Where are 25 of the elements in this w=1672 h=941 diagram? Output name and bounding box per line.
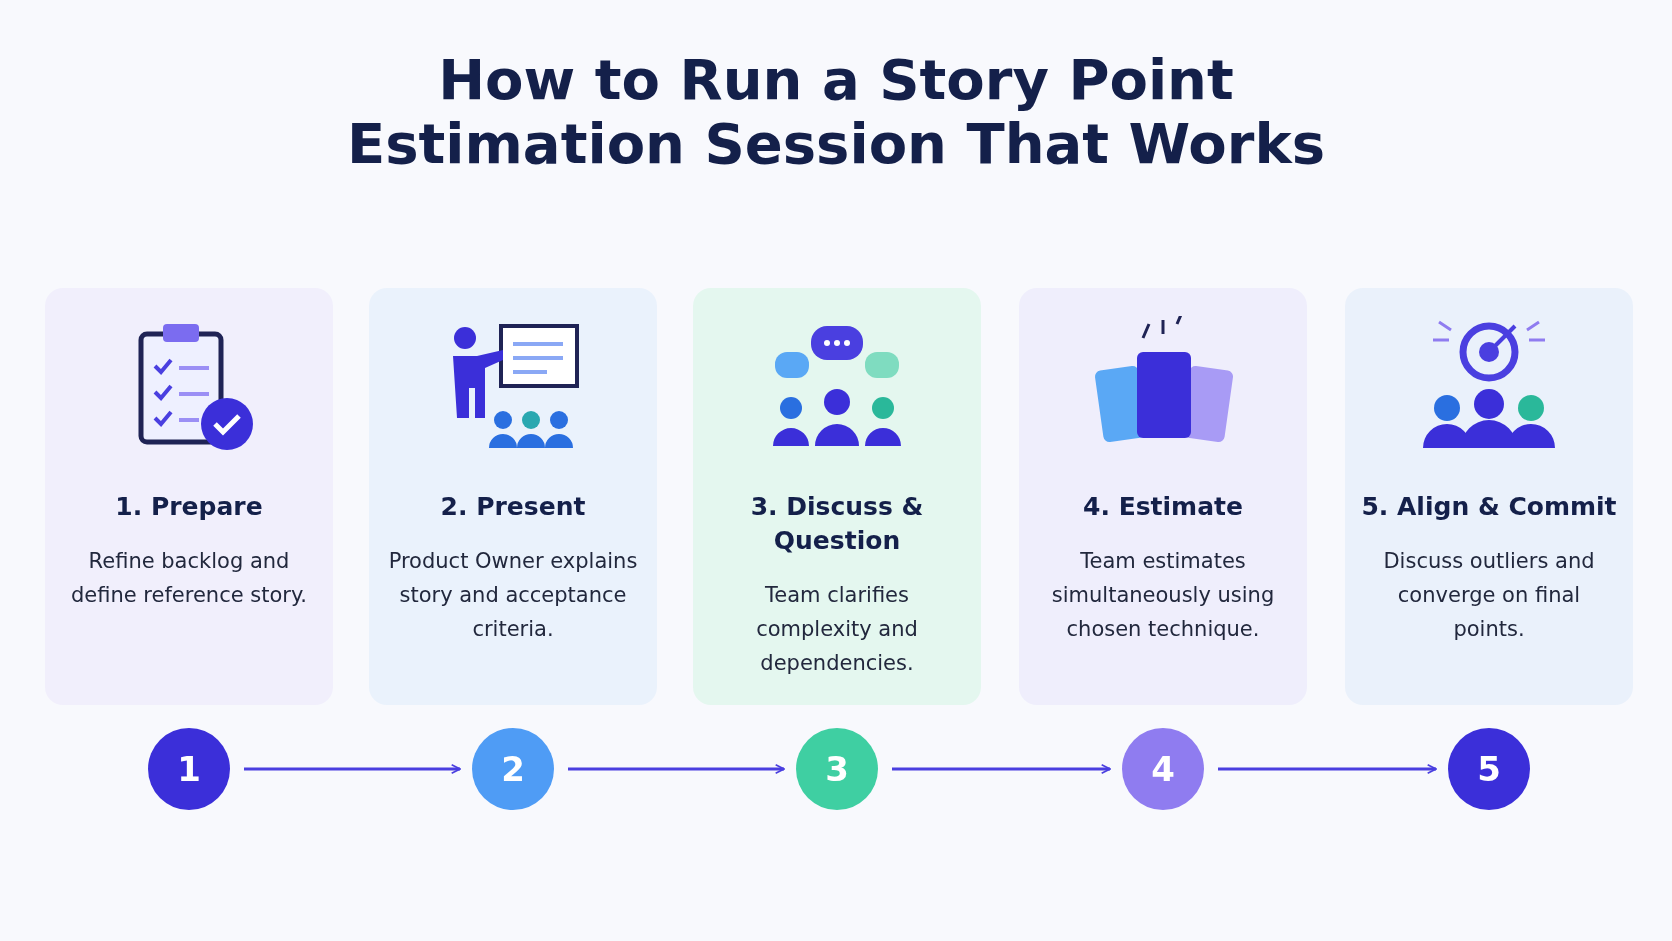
step-card — [1345, 288, 1633, 705]
step-heading: 2. Present — [439, 491, 587, 523]
step-description: Team estimates simultaneously using chosen technique. — [1050, 548, 1276, 643]
step-description: Discuss outliers and converge on final points. — [1382, 548, 1596, 643]
arrow — [568, 764, 785, 774]
arrow — [1218, 764, 1437, 774]
step-card — [45, 288, 333, 705]
arrow — [892, 764, 1111, 774]
step-heading: 3. Discuss & Question — [749, 491, 925, 557]
step-number-circle: 4 — [1122, 728, 1204, 810]
step-heading: 4. Estimate — [1082, 491, 1244, 523]
step-description: Product Owner explains story and acceptance criteria. — [387, 548, 639, 643]
step-number-circle: 5 — [1448, 728, 1530, 810]
step-description: Team clarifies complexity and dependencies. — [755, 582, 919, 677]
title: How to Run a Story Point Estimation Session That Works — [345, 48, 1327, 176]
arrow — [244, 764, 461, 774]
step-number-circle: 3 — [796, 728, 878, 810]
step-number-circle: 2 — [472, 728, 554, 810]
step-card — [369, 288, 657, 705]
step-heading: 5. Align & Commit — [1360, 491, 1618, 523]
step-card — [693, 288, 981, 705]
step-description: Refine backlog and define reference story. — [69, 548, 309, 609]
step-heading: 1. Prepare — [114, 491, 264, 523]
step-card — [1019, 288, 1307, 705]
step-number-circle: 1 — [148, 728, 230, 810]
